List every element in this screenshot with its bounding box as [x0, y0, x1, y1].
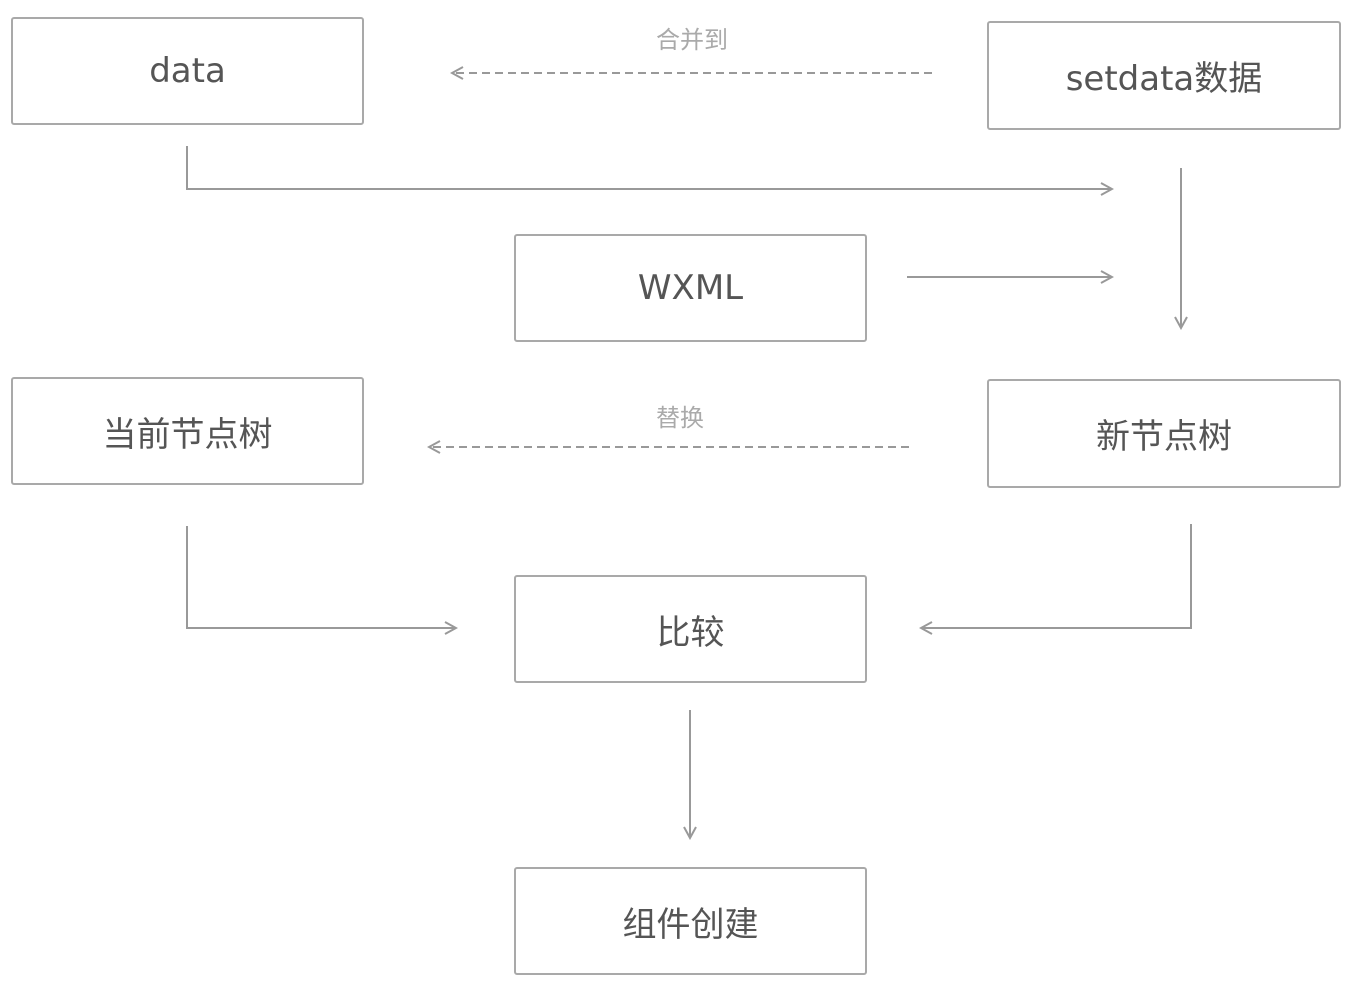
- merge-label: 合并到: [656, 26, 728, 54]
- compare-node-label: 比较: [656, 612, 725, 653]
- wxml-node: WXML: [514, 234, 867, 342]
- current-tree-node-label: 当前节点树: [102, 414, 273, 455]
- arrow-data-to-new-tree: [186, 146, 1112, 189]
- setdata-node-label: setdata数据: [1065, 59, 1263, 99]
- component-create-node-label: 组件创建: [622, 904, 759, 945]
- component-create-node: 组件创建: [514, 867, 867, 975]
- wxml-node-label: WXML: [637, 268, 744, 308]
- compare-node: 比较: [514, 575, 867, 683]
- setdata-node: setdata数据: [987, 21, 1341, 130]
- replace-label: 替换: [656, 404, 704, 432]
- current-tree-node: 当前节点树: [11, 377, 364, 485]
- arrow-new-tree-to-compare: [921, 524, 1192, 628]
- data-node: data: [11, 17, 364, 125]
- new-tree-node-label: 新节点树: [1096, 417, 1232, 457]
- arrow-current-tree-to-compare: [186, 526, 456, 628]
- new-tree-node: 新节点树: [987, 379, 1341, 488]
- data-node-label: data: [149, 51, 226, 91]
